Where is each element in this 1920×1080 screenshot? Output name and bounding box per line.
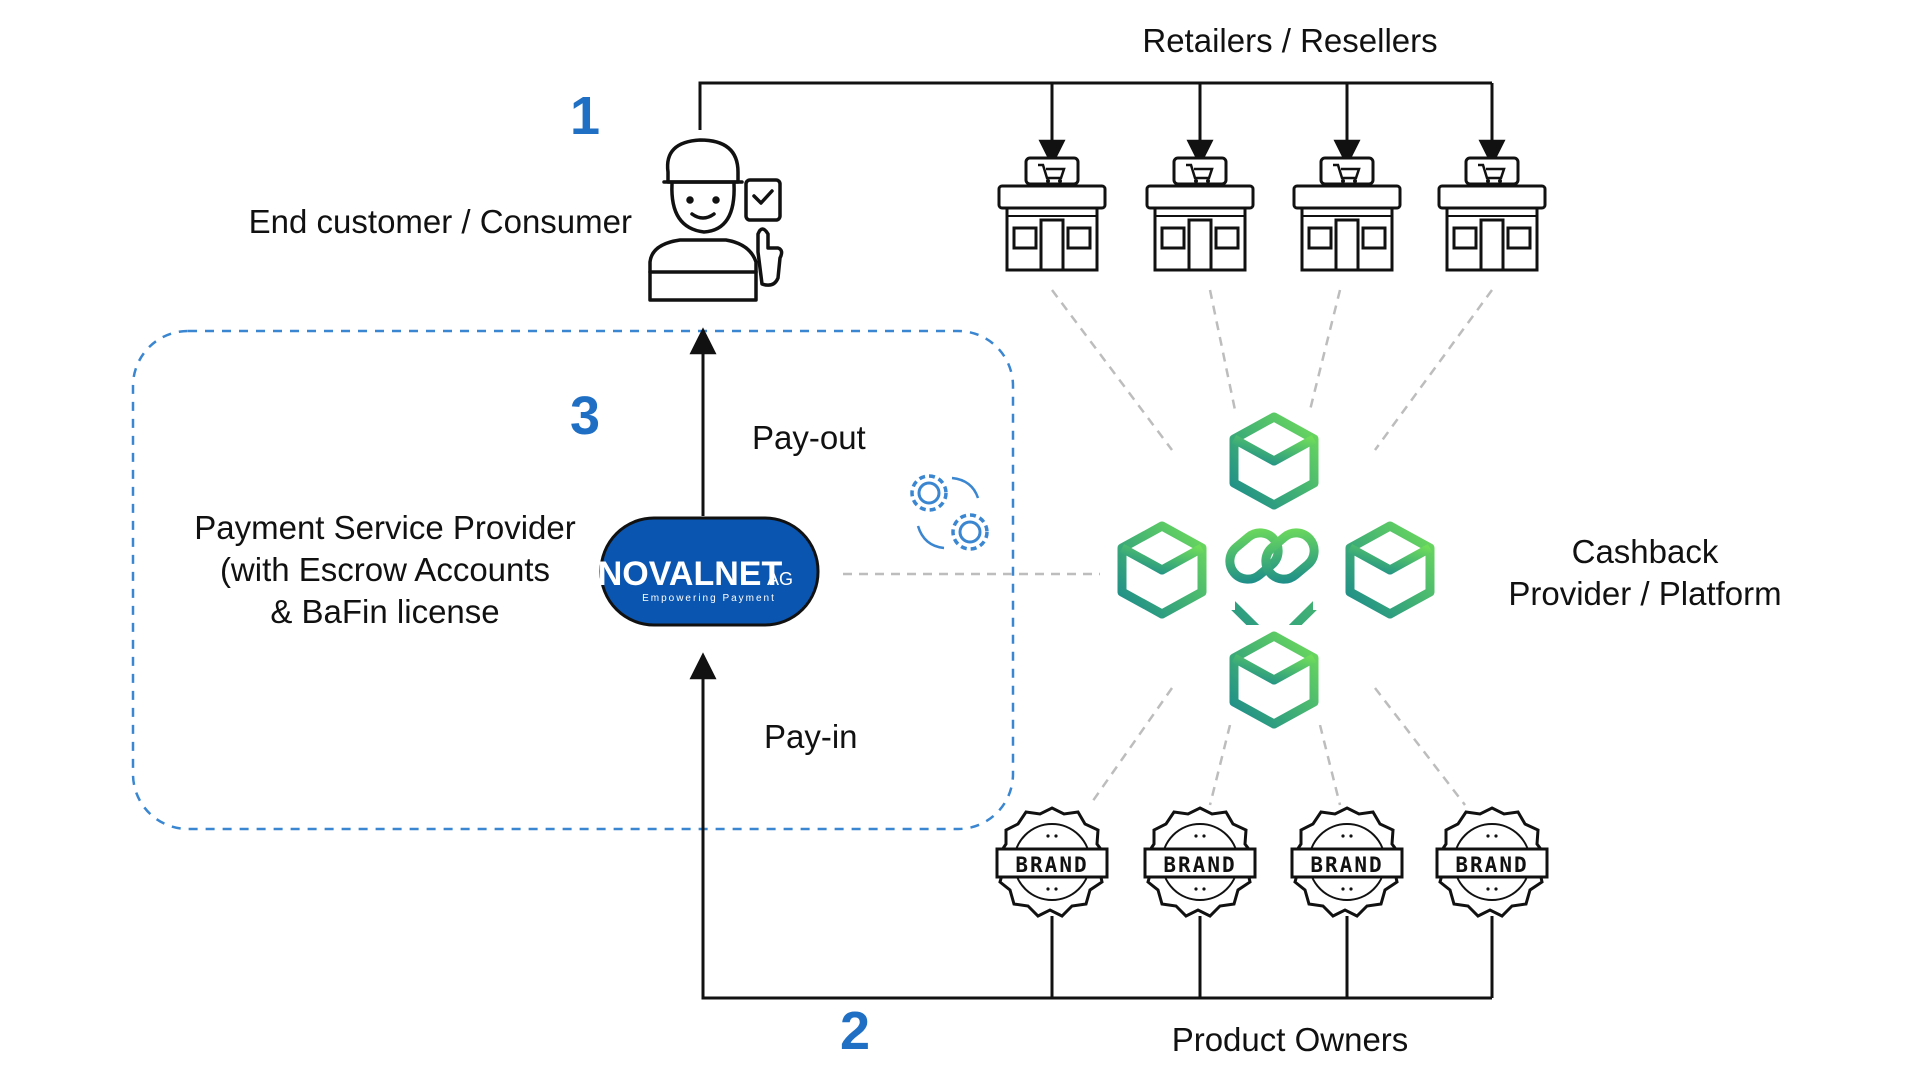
blockchain-network-icon bbox=[1122, 417, 1430, 725]
svg-text:BRAND: BRAND bbox=[1163, 853, 1236, 877]
brand-badge-icon: BRAND bbox=[1290, 806, 1404, 918]
grey-dashed-links bbox=[843, 289, 1494, 806]
end-customer-label: End customer / Consumer bbox=[248, 203, 632, 240]
store-icon bbox=[997, 156, 1107, 272]
product-owner-connector-lines bbox=[1050, 916, 1494, 1000]
brand-badge-icon: BRAND bbox=[1143, 806, 1257, 918]
psp-label-line1: Payment Service Provider bbox=[194, 509, 576, 546]
cashback-label-line2: Provider / Platform bbox=[1508, 575, 1782, 612]
svg-text:BRAND: BRAND bbox=[1455, 853, 1528, 877]
svg-text:BRAND: BRAND bbox=[1015, 853, 1088, 877]
logo-tagline: Empowering Payment bbox=[642, 593, 776, 604]
gears-icon bbox=[910, 474, 989, 551]
store-icon bbox=[1145, 156, 1255, 272]
pay-out-label: Pay-out bbox=[752, 419, 866, 456]
retailer-connector-lines bbox=[698, 81, 1506, 167]
store-icon bbox=[1437, 156, 1547, 272]
novalnet-logo: NOVALNET AG Empowering Payment bbox=[598, 516, 820, 627]
retailers-label: Retailers / Resellers bbox=[1142, 22, 1438, 59]
store-icon bbox=[1292, 156, 1402, 272]
logo-name: NOVALNET bbox=[598, 555, 783, 593]
step-3-number: 3 bbox=[570, 386, 601, 446]
svg-text:BRAND: BRAND bbox=[1310, 853, 1383, 877]
psp-label-line3: & BaFin license bbox=[270, 593, 500, 630]
cashback-label-line1: Cashback bbox=[1571, 533, 1719, 570]
psp-region-outline bbox=[131, 329, 1015, 831]
psp-label-line2: (with Escrow Accounts bbox=[219, 551, 551, 588]
product-owners-label: Product Owners bbox=[1171, 1021, 1409, 1058]
chain-link-icon bbox=[1225, 528, 1319, 584]
step-1-number: 1 bbox=[570, 86, 601, 146]
logo-suffix: AG bbox=[767, 569, 793, 589]
step-2-number: 2 bbox=[840, 1001, 871, 1061]
brand-badge-icon: BRAND bbox=[1435, 806, 1549, 918]
pay-in-label: Pay-in bbox=[764, 718, 858, 755]
brand-badge-icon: BRAND bbox=[995, 806, 1109, 918]
person-thumbs-up-icon bbox=[648, 138, 784, 302]
psp-flow-arrows bbox=[689, 327, 1052, 1000]
